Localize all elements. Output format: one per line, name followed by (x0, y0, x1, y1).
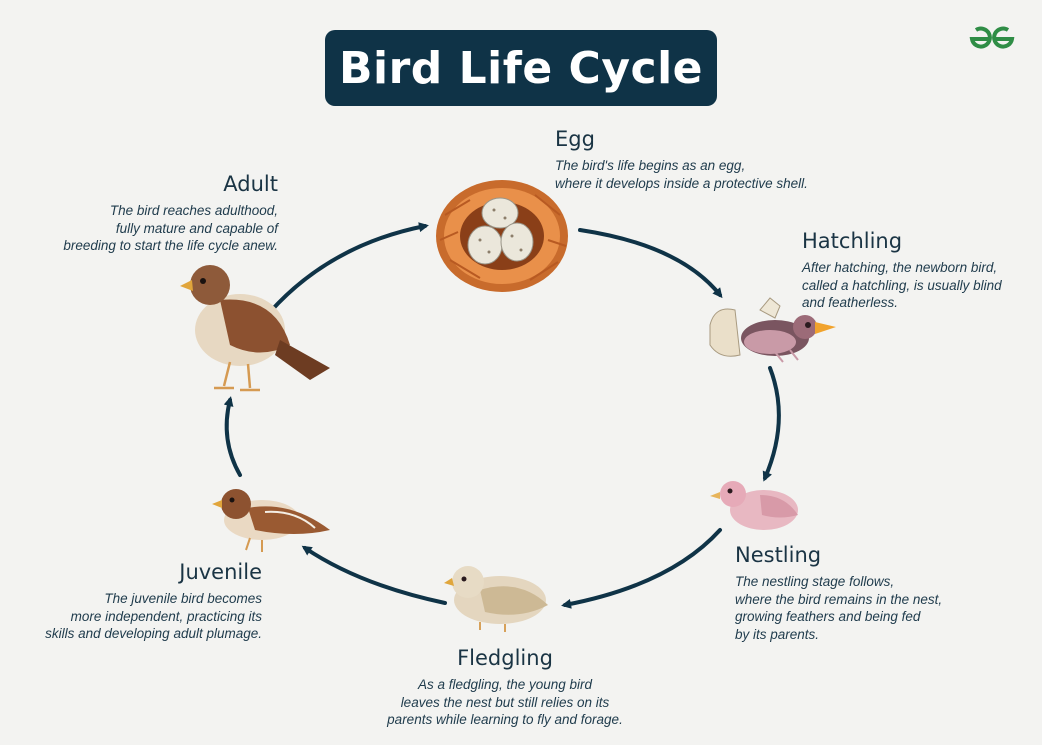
gg-logo-icon (969, 26, 1015, 49)
stage-hatchling-name: Hatchling (802, 229, 903, 253)
stage-adult-description: The bird reaches adulthood, fully mature… (30, 202, 278, 255)
stage-nestling-name: Nestling (735, 543, 822, 567)
stage-nestling-description: The nestling stage follows, where the bi… (735, 573, 995, 643)
hatchling-line-3: and featherless. (802, 295, 899, 310)
adult-line-2: fully mature and capable of (115, 220, 278, 236)
juvenile-line-3: skills and developing adult plumage. (45, 626, 262, 641)
egg-line-1: The bird's life begins as an egg, (555, 158, 746, 173)
egg-line-2: where it develops inside a protective sh… (555, 175, 808, 191)
stage-egg: Egg The bird's life begins as an egg, wh… (555, 127, 855, 192)
fledgling-line-1: As a fledgling, the young bird (417, 677, 593, 692)
hatchling-illustration (709, 297, 836, 363)
title-banner: Bird Life Cycle (325, 30, 717, 106)
arrow-egg-to-hatchling (578, 228, 723, 299)
juvenile-illustration (212, 489, 330, 552)
fledgling-illustration (444, 566, 548, 632)
stage-hatchling: Hatchling After hatching, the newborn bi… (802, 229, 1032, 312)
stage-hatchling-description: After hatching, the newborn bird, called… (802, 259, 1032, 312)
arrow-nestling-to-fledgling (561, 528, 722, 609)
nest-eggs-illustration (436, 180, 568, 292)
arrow-fledgling-to-juvenile (301, 545, 447, 605)
fledgling-line-3: parents while learning to fly and forage… (387, 712, 623, 727)
stage-juvenile-name: Juvenile (179, 560, 262, 584)
juvenile-line-2: more independent, practicing its (70, 608, 262, 624)
cycle-arrows (223, 222, 781, 609)
hatchling-line-2: called a hatchling, is usually blind (802, 277, 1002, 293)
arrow-juvenile-to-adult (223, 396, 242, 477)
adult-illustration (180, 265, 330, 392)
stage-fledgling: Fledgling As a fledgling, the young bird… (365, 646, 645, 729)
stage-adult: Adult The bird reaches adulthood, fully … (30, 172, 278, 255)
nestling-illustration (710, 481, 798, 530)
nestling-line-4: by its parents. (735, 626, 820, 642)
stage-egg-description: The bird's life begins as an egg, where … (555, 157, 855, 192)
stage-egg-name: Egg (555, 127, 595, 151)
stage-juvenile-description: The juvenile bird becomes more independe… (10, 590, 262, 643)
arrow-hatchling-to-nestling (762, 366, 781, 482)
adult-line-3: breeding to start the life cycle anew. (63, 238, 278, 253)
stage-fledgling-name: Fledgling (457, 646, 553, 670)
stage-adult-name: Adult (223, 172, 278, 196)
page-title: Bird Life Cycle (338, 42, 704, 94)
hatchling-line-1: After hatching, the newborn bird, (802, 260, 998, 275)
arrow-adult-to-egg (268, 222, 429, 314)
nestling-line-3: growing feathers and being fed (735, 609, 921, 624)
juvenile-line-1: The juvenile bird becomes (104, 591, 262, 606)
nestling-line-2: where the bird remains in the nest, (735, 591, 943, 607)
adult-line-1: The bird reaches adulthood, (109, 203, 278, 218)
fledgling-line-2: leaves the nest but still relies on its (400, 694, 610, 710)
nestling-line-1: The nestling stage follows, (735, 574, 895, 589)
stage-nestling: Nestling The nestling stage follows, whe… (735, 543, 995, 643)
stage-juvenile: Juvenile The juvenile bird becomes more … (10, 560, 262, 643)
stage-fledgling-description: As a fledgling, the young bird leaves th… (365, 676, 645, 729)
